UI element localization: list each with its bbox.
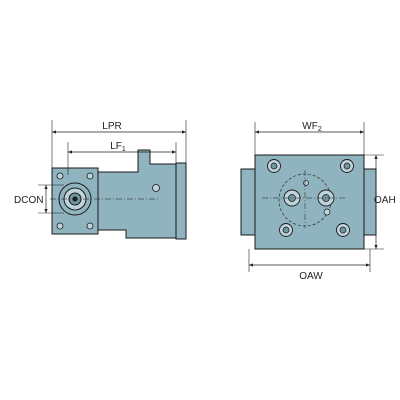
side-flange <box>175 162 187 240</box>
dcon-label: DCON <box>14 195 43 206</box>
plate-screws <box>56 172 94 230</box>
front-corner-bolts <box>267 159 354 237</box>
wf2-label: WF2 <box>302 121 322 133</box>
side-view: LPR LF1 DCON <box>14 120 187 240</box>
oah-label: OAH <box>374 195 396 206</box>
front-left-boss <box>240 168 256 236</box>
lpr-label: LPR <box>102 121 121 132</box>
lf1-label: LF1 <box>110 141 126 153</box>
spindle-collet <box>58 182 92 216</box>
side-body-fitting <box>152 184 160 192</box>
oaw-label: OAW <box>299 271 323 282</box>
front-view: WF2 OAH OAW <box>240 121 396 282</box>
